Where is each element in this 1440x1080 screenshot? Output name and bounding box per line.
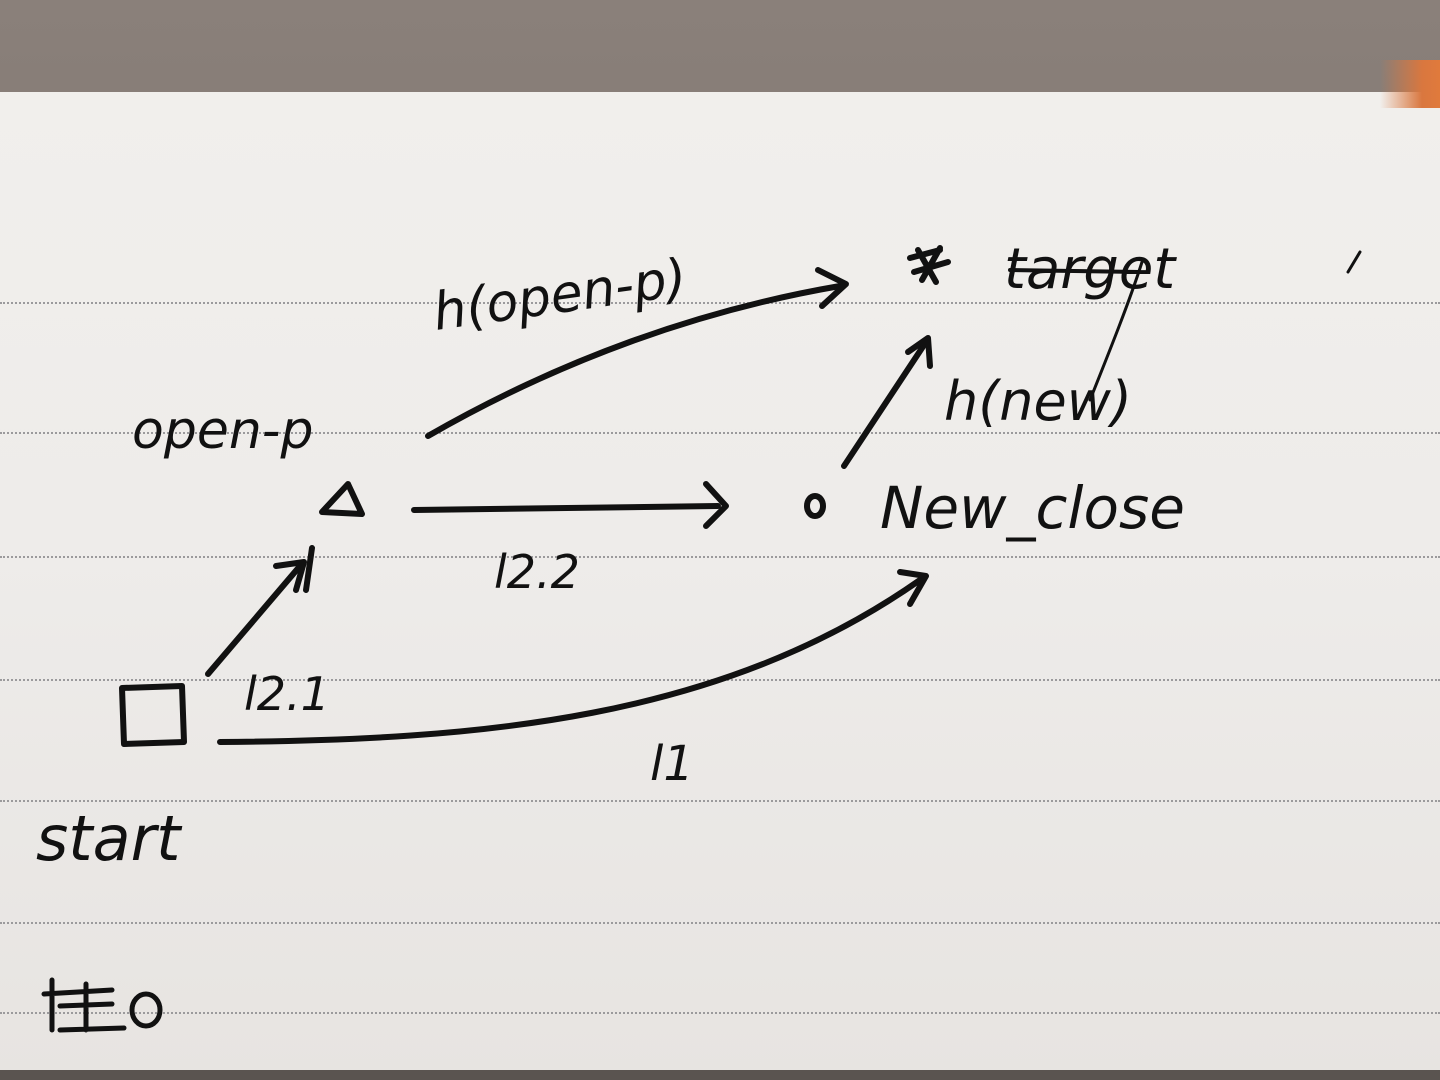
- label-l21: l2.1: [244, 667, 330, 721]
- scribble-mark: [41, 977, 127, 1033]
- notebook-page: [0, 92, 1440, 1080]
- label-l1: l1: [650, 736, 694, 792]
- new-close-circle-node: [804, 493, 826, 519]
- ruled-line: [0, 1012, 1440, 1014]
- target-star-node: [907, 245, 951, 285]
- orange-object-edge: [1380, 60, 1440, 108]
- ruled-line: [0, 556, 1440, 558]
- arrow-l21: [205, 563, 303, 677]
- label-h-open-p: h(open-p): [429, 248, 690, 343]
- stray-mark: [1088, 260, 1144, 402]
- label-h-new: h(new): [944, 370, 1132, 433]
- label-l22: l2.2: [494, 545, 580, 599]
- bottom-edge-shadow: [0, 1070, 1440, 1080]
- stray-mark: [303, 545, 315, 593]
- arrow-l22: [411, 503, 721, 513]
- arrow-h-open-p-head: [815, 267, 849, 309]
- stray-mark: [1346, 250, 1362, 274]
- open-p-triangle-node: [319, 481, 365, 517]
- arrow-l21-head: [273, 559, 307, 593]
- ruled-line: [0, 432, 1440, 434]
- ruled-line: [0, 922, 1440, 924]
- scribble-circle: [129, 991, 163, 1029]
- strikethrough-mark: [1008, 268, 1142, 274]
- label-start: start: [36, 802, 183, 875]
- arrow-l1: [217, 577, 923, 745]
- arrow-l1-head: [897, 569, 929, 607]
- label-new-close: New_close: [880, 474, 1185, 542]
- arrow-h-new: [841, 339, 929, 469]
- arrow-h-new-head: [905, 335, 933, 369]
- label-open-p: open-p: [132, 401, 314, 461]
- arrow-l22-head: [703, 481, 729, 529]
- ruled-line: [0, 800, 1440, 802]
- arrow-h-open-p: [425, 283, 843, 439]
- label-target: target: [1004, 237, 1177, 302]
- ruled-line: [0, 302, 1440, 304]
- start-square-node: [119, 683, 187, 747]
